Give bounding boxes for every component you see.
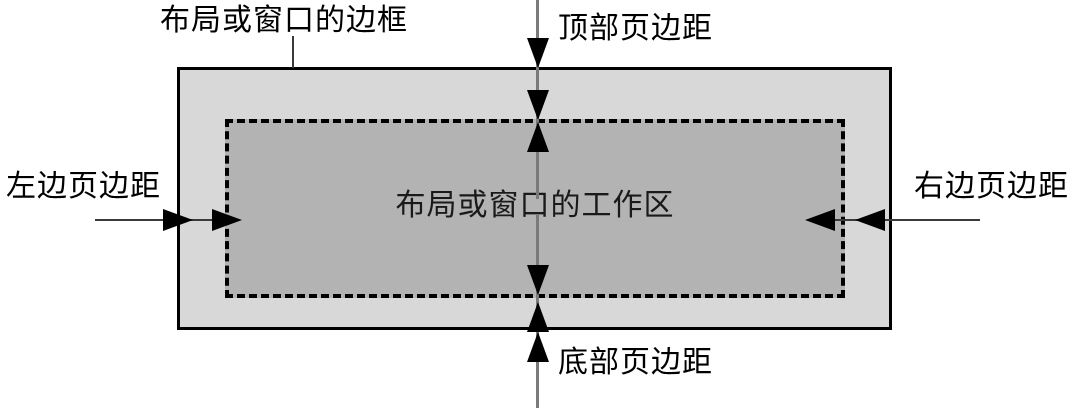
right-margin-leader-line — [835, 219, 980, 221]
right-margin-arrow-left-inner — [805, 209, 835, 231]
label-left-margin: 左边页边距 — [6, 170, 161, 203]
left-margin-arrow-right-outer — [163, 209, 193, 231]
label-right-margin: 右边页边距 — [914, 170, 1069, 203]
top-margin-leader-line — [536, 0, 539, 68]
bottom-margin-arrow-up-inner — [527, 302, 549, 332]
right-margin-arrow-left-outer — [855, 209, 885, 231]
top-margin-arrow-down-inner — [527, 90, 549, 120]
label-top-margin: 顶部页边距 — [558, 12, 713, 45]
bottom-margin-leader-line — [536, 330, 539, 408]
left-margin-arrow-right-inner — [212, 209, 242, 231]
top-margin-arrow-down-outer — [527, 38, 549, 68]
bottom-margin-inside-leader-line — [536, 215, 539, 300]
border-callout-line — [292, 36, 294, 68]
top-margin-arrow-up-inside — [527, 122, 549, 152]
label-bottom-margin: 底部页边距 — [558, 346, 713, 379]
work-area-label: 布局或窗口的工作区 — [395, 189, 675, 222]
bottom-margin-arrow-up-outer — [527, 332, 549, 362]
label-layout-border: 布局或窗口的边框 — [160, 4, 408, 37]
bottom-margin-arrow-down-inside — [527, 265, 549, 295]
top-margin-inside-leader-line — [536, 119, 539, 199]
